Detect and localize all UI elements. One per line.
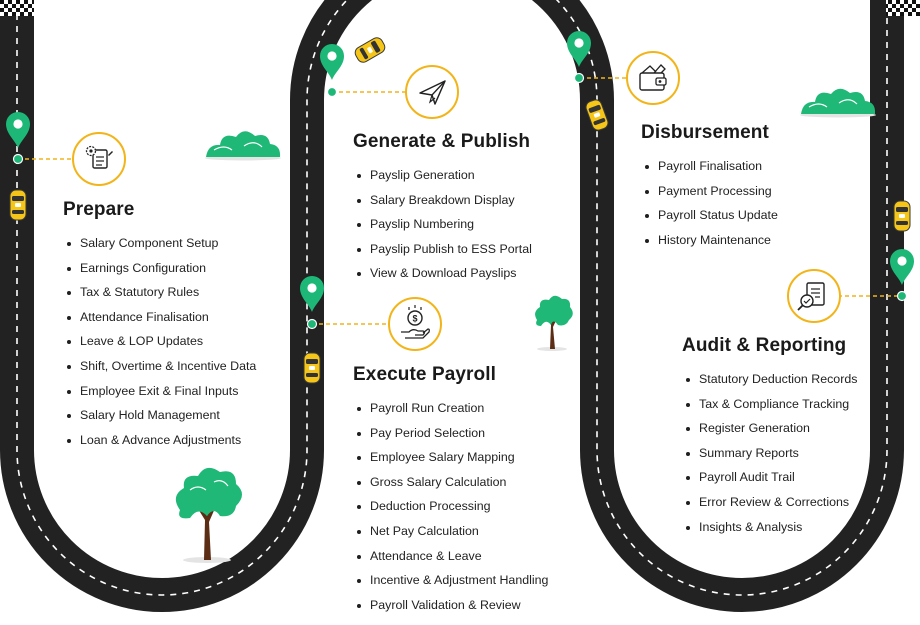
list-item: Attendance & Leave (353, 544, 548, 569)
wallet-icon (626, 51, 680, 105)
svg-text:$: $ (412, 314, 417, 324)
section-prepare: Prepare Salary Component Setup Earnings … (63, 199, 256, 452)
list-item: Payslip Numbering (353, 212, 532, 237)
step-list: Payslip Generation Salary Breakdown Disp… (353, 163, 532, 286)
list-item: Net Pay Calculation (353, 519, 548, 544)
list-item: Register Generation (682, 416, 857, 441)
list-item: Earnings Configuration (63, 256, 256, 281)
tree-small (535, 295, 573, 351)
list-item: History Maintenance (641, 228, 778, 253)
list-item: Summary Reports (682, 441, 857, 466)
taxi-icon (352, 35, 388, 65)
list-item: Incentive & Adjustment Handling (353, 568, 548, 593)
list-item: Attendance Finalisation (63, 305, 256, 330)
list-item: Payroll Status Update (641, 203, 778, 228)
section-title: Prepare (63, 199, 135, 220)
list-item: View & Download Payslips (353, 261, 532, 286)
list-item: Loan & Advance Adjustments (63, 428, 256, 453)
section-execute-payroll: Execute Payroll Payroll Run Creation Pay… (353, 364, 548, 617)
list-item: Payment Processing (641, 179, 778, 204)
list-item: Statutory Deduction Records (682, 367, 857, 392)
step-list: Statutory Deduction Records Tax & Compli… (682, 367, 857, 539)
list-item: Payroll Finalisation (641, 154, 778, 179)
list-item: Salary Breakdown Display (353, 188, 532, 213)
bush-right (800, 88, 876, 118)
section-title: Generate & Publish (353, 131, 531, 152)
section-title: Execute Payroll (353, 364, 497, 385)
list-item: Salary Component Setup (63, 231, 256, 256)
list-item: Tax & Statutory Rules (63, 280, 256, 305)
list-item: Payslip Generation (353, 163, 532, 188)
step-list: Payroll Run Creation Pay Period Selectio… (353, 396, 548, 617)
list-item: Payroll Run Creation (353, 396, 548, 421)
road (0, 0, 904, 612)
bush-left (205, 131, 281, 161)
list-item: Leave & LOP Updates (63, 329, 256, 354)
list-item: Payroll Audit Trail (682, 465, 857, 490)
list-item: Error Review & Corrections (682, 490, 857, 515)
checkered-flag-start (0, 0, 34, 16)
paper-plane-icon (405, 65, 459, 119)
taxi-icon (9, 189, 27, 221)
list-item: Payroll Validation & Review (353, 593, 548, 618)
section-disbursement: Disbursement Payroll Finalisation Paymen… (641, 122, 778, 252)
list-item: Payslip Publish to ESS Portal (353, 237, 532, 262)
step-list: Payroll Finalisation Payment Processing … (641, 154, 778, 252)
list-item: Pay Period Selection (353, 421, 548, 446)
list-item: Employee Salary Mapping (353, 445, 548, 470)
audit-report-icon (787, 269, 841, 323)
section-title: Disbursement (641, 122, 769, 143)
list-item: Employee Exit & Final Inputs (63, 379, 256, 404)
gear-document-icon (72, 132, 126, 186)
taxi-icon (303, 352, 321, 384)
list-item: Salary Hold Management (63, 403, 256, 428)
pin-dots (12, 72, 908, 330)
section-generate-publish: Generate & Publish Payslip Generation Sa… (353, 131, 532, 286)
tree-large (175, 467, 242, 563)
list-item: Shift, Overtime & Incentive Data (63, 354, 256, 379)
list-item: Gross Salary Calculation (353, 470, 548, 495)
checkered-flag-finish (886, 0, 920, 16)
list-item: Deduction Processing (353, 494, 548, 519)
section-audit-reporting: Audit & Reporting Statutory Deduction Re… (682, 335, 857, 539)
taxi-icon (893, 200, 911, 232)
money-hand-icon: $ (388, 297, 442, 351)
section-title: Audit & Reporting (682, 335, 847, 356)
step-list: Salary Component Setup Earnings Configur… (63, 231, 256, 452)
pin-connectors (18, 77, 902, 325)
list-item: Insights & Analysis (682, 515, 857, 540)
list-item: Tax & Compliance Tracking (682, 392, 857, 417)
